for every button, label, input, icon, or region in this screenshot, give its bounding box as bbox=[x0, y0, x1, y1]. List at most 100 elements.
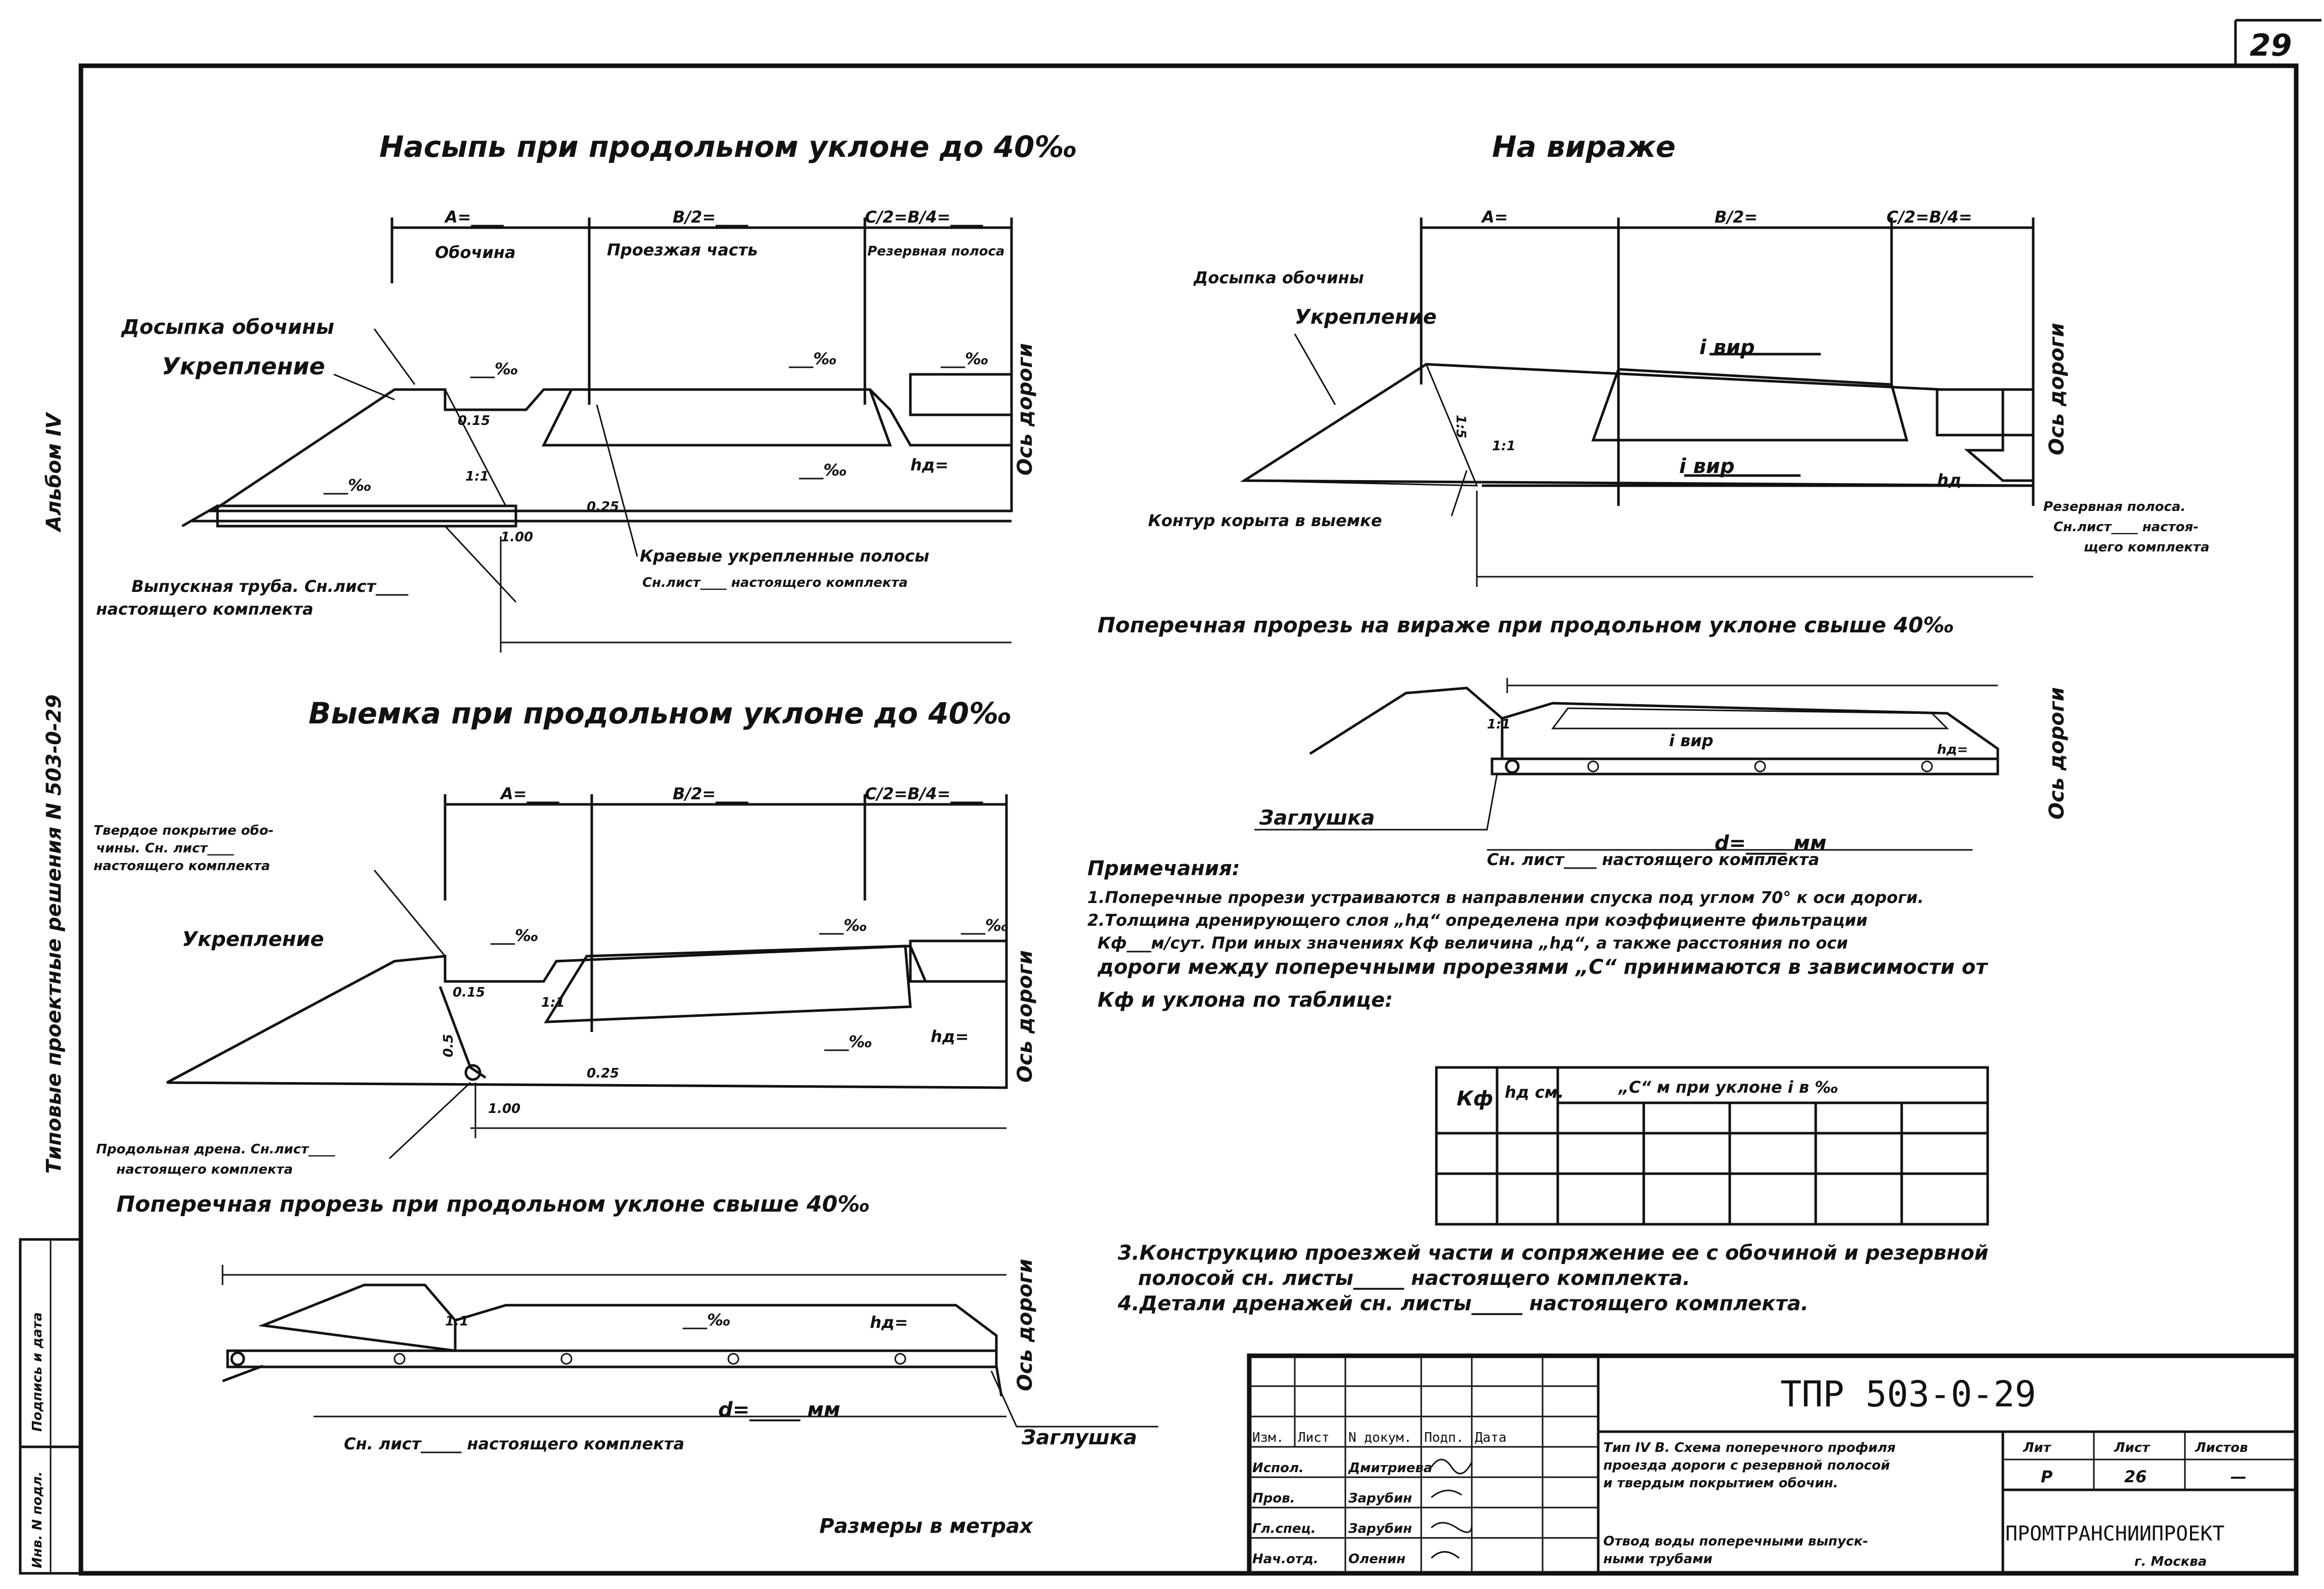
tb-desc-3: и твердым покрытием обочин. bbox=[1603, 1476, 1838, 1491]
tb-city: г. Москва bbox=[2134, 1554, 2207, 1569]
superelev-cut-axis: Ось дороги bbox=[2045, 687, 2069, 820]
emb-edge-strips-2: Сн.лист____ настоящего комплекта bbox=[642, 575, 908, 590]
cross-cut-sheet: Сн. лист_____ настоящего комплекта bbox=[344, 1434, 684, 1453]
tb-lit: Р bbox=[2041, 1467, 2053, 1486]
emb-dim-b: В/2=____ bbox=[673, 207, 749, 227]
table-kf-header: Кф bbox=[1457, 1087, 1493, 1110]
superelev-dim-a: А= bbox=[1480, 207, 1508, 227]
tb-desc-2: проезда дороги с резервной полосой bbox=[1603, 1458, 1890, 1473]
superelev-cut-plug: Заглушка bbox=[1259, 806, 1375, 830]
notes-heading: Примечания: bbox=[1087, 857, 1240, 880]
superelev-dim-b: В/2= bbox=[1715, 207, 1758, 227]
emb-v025: 0.25 bbox=[587, 499, 619, 514]
cross-cut-axis: Ось дороги bbox=[1014, 1259, 1037, 1391]
emb-dosypka-label: Досыпка обочины bbox=[120, 316, 334, 339]
album-label: Альбом IV bbox=[42, 412, 66, 533]
emb-reserve-label: Резервная полоса bbox=[867, 244, 1004, 259]
title-block: Изм. Лист N докум. Подп. Дата Испол. Дми… bbox=[1247, 1353, 2299, 1576]
table-c-header: „С“ м при уклоне i в ‰ bbox=[1617, 1078, 1838, 1097]
sheet-number: 29 bbox=[2250, 28, 2292, 63]
note-4: 4.Детали дренажей сн. листы_____ настоящ… bbox=[1117, 1292, 1809, 1315]
superelev-reserve-1: Резервная полоса. bbox=[2043, 499, 2185, 514]
note-1: 1.Поперечные прорези устраиваются в напр… bbox=[1087, 888, 1924, 907]
side-stamp: Альбом IV Типовые проектные решения N 50… bbox=[19, 412, 82, 1575]
tb-desc-1: Тип IV В. Схема поперечного профиля bbox=[1603, 1440, 1896, 1455]
emb-carriageway-label: Проезжая часть bbox=[607, 240, 758, 260]
note-2c: дороги между поперечными прорезями „С“ п… bbox=[1097, 956, 1989, 979]
superelev-cut-d: d=____ мм bbox=[1715, 832, 1826, 855]
cutting-v015: 0.15 bbox=[453, 985, 485, 1000]
superelev-hd: hд bbox=[1937, 470, 1962, 490]
section-superelevation: На вираже А= В/2= С/2=В/4= i вир i вир h… bbox=[1148, 130, 2210, 587]
superelev-v15: 1:5 bbox=[1453, 415, 1468, 439]
note-3b: полосой сн. листы_____ настоящего компле… bbox=[1138, 1267, 1690, 1290]
series-label: Типовые проектные решения N 503-0-29 bbox=[42, 695, 66, 1174]
section-cutting: Выемка при продольном уклоне до 40‰ А=__… bbox=[94, 696, 1037, 1177]
superelev-dosypka: Досыпка обочины bbox=[1193, 268, 1364, 287]
cross-cut-plug: Заглушка bbox=[1021, 1426, 1137, 1449]
cutting-slope-2: ___‰ bbox=[819, 916, 867, 935]
emb-v015: 0.15 bbox=[458, 413, 490, 428]
tb-hdr-doc: N докум. bbox=[1348, 1430, 1412, 1445]
tb-list: 26 bbox=[2124, 1467, 2147, 1486]
emb-v100: 1.00 bbox=[501, 530, 533, 545]
note-2b: Кф___м/сут. При иных значениях Кф величи… bbox=[1098, 933, 1848, 953]
inv-signature-label: Подпись и дата bbox=[30, 1312, 45, 1432]
tb-listov-header: Листов bbox=[2195, 1440, 2248, 1455]
emb-outlet-pipe-2: настоящего комплекта bbox=[96, 599, 314, 619]
cutting-ratio: 1:1 bbox=[541, 995, 565, 1010]
emb-shoulder-label: Обочина bbox=[435, 243, 516, 262]
tb-list-header: Лист bbox=[2114, 1440, 2151, 1455]
emb-slope-1: ___‰ bbox=[470, 359, 518, 378]
emb-slope-5: ___‰ bbox=[799, 460, 847, 480]
cutting-hd: hд= bbox=[931, 1027, 969, 1046]
emb-edge-strips-1: Краевые укрепленные полосы bbox=[640, 546, 929, 566]
tb-role-2: Пров. bbox=[1252, 1491, 1295, 1506]
superelev-kontur: Контур корыта в выемке bbox=[1148, 511, 1382, 530]
emb-dim-a: А=____ bbox=[444, 207, 504, 227]
cutting-ukreplenie: Укрепление bbox=[182, 928, 324, 951]
cutting-dim-a: А=____ bbox=[499, 784, 560, 803]
superelev-title: На вираже bbox=[1492, 130, 1676, 164]
tb-org: ПРОМТРАНСНИИПРОЕКТ bbox=[2005, 1522, 2224, 1545]
emb-axis-label: Ось дороги bbox=[1014, 343, 1037, 476]
cross-cut-hd: hд= bbox=[870, 1313, 908, 1332]
cutting-slope-4: ___‰ bbox=[824, 1032, 872, 1051]
section-cross-cut: Поперечная прорезь при продольном уклоне… bbox=[116, 1191, 1158, 1453]
superelev-axis: Ось дороги bbox=[2045, 323, 2069, 455]
tb-name-1: Дмитриева bbox=[1348, 1461, 1432, 1476]
cutting-drain-2: настоящего комплекта bbox=[116, 1162, 293, 1177]
cross-cut-ratio: 1:1 bbox=[445, 1314, 469, 1329]
emb-dim-c: С/2=В/4=____ bbox=[865, 207, 983, 227]
emb-slope-4: ___‰ bbox=[323, 476, 372, 495]
emb-outlet-pipe-1: Выпускная труба. Сн.лист____ bbox=[131, 577, 409, 596]
tb-desc-5: ными трубами bbox=[1603, 1552, 1713, 1567]
superelev-reserve-2: Сн.лист____ настоя- bbox=[2053, 520, 2199, 535]
tb-hdr-sheet: Лист bbox=[1298, 1430, 1330, 1445]
superelev-cut-title: Поперечная прорезь на вираже при продоль… bbox=[1098, 613, 1954, 637]
cutting-slope-1: ___‰ bbox=[490, 926, 539, 945]
dimensions-note: Размеры в метрах bbox=[819, 1515, 1033, 1538]
superelev-cut-hd: hд= bbox=[1937, 742, 1968, 757]
note-2a: 2.Толщина дренирующего слоя „hд“ определ… bbox=[1087, 911, 1867, 930]
superelev-ratio: 1:1 bbox=[1492, 439, 1516, 454]
cutting-slope-3: ___‰ bbox=[960, 916, 1009, 935]
tb-hdr-date: Дата bbox=[1475, 1430, 1507, 1445]
tb-name-3: Зарубин bbox=[1348, 1521, 1412, 1536]
cutting-hard-1: Твердое покрытие обо- bbox=[94, 823, 274, 838]
superelev-cut-ratio: 1:1 bbox=[1487, 717, 1511, 732]
cutting-dim-c: С/2=В/4=____ bbox=[865, 784, 983, 803]
tb-role-4: Нач.отд. bbox=[1252, 1552, 1319, 1567]
cross-cut-d: d=_____ мм bbox=[718, 1398, 840, 1422]
inv-number-label: Инв. N подл. bbox=[30, 1471, 45, 1568]
emb-ratio: 1:1 bbox=[465, 469, 489, 484]
tb-listov: — bbox=[2230, 1467, 2247, 1486]
cutting-dim-b: В/2=____ bbox=[673, 784, 749, 803]
note-2d: Кф и уклона по таблице: bbox=[1098, 989, 1393, 1012]
cross-cut-title: Поперечная прорезь при продольном уклоне… bbox=[116, 1191, 870, 1217]
superelev-cut-i: i вир bbox=[1669, 731, 1714, 750]
emb-slope-3: ___‰ bbox=[940, 349, 989, 368]
tb-role-3: Гл.спец. bbox=[1252, 1521, 1316, 1536]
superelev-cut-sheet: Сн. лист____ настоящего комплекта bbox=[1487, 850, 1819, 869]
tb-hdr-sign: Подп. bbox=[1424, 1430, 1464, 1445]
